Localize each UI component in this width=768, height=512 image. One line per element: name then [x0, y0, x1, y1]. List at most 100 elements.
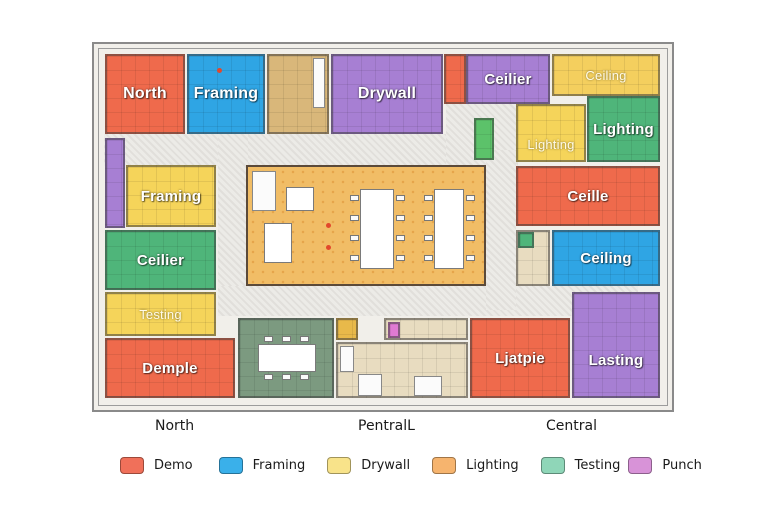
small-table: [286, 187, 314, 211]
room-ljatpie[interactable]: Ljatpie: [470, 318, 570, 398]
room-utility-bottom[interactable]: [336, 342, 468, 398]
room-framing-left[interactable]: Framing: [126, 165, 216, 227]
chair: [396, 255, 405, 261]
legend-label: Lighting: [466, 457, 519, 473]
room-label: Ceiling: [585, 67, 627, 83]
room-label: Ljatpie: [495, 349, 545, 367]
room-lighting-green[interactable]: Lighting: [587, 96, 660, 162]
room-label: Ceilier: [484, 70, 532, 88]
room-framing-top[interactable]: Framing: [187, 54, 265, 134]
swatch-punch: [628, 456, 653, 474]
sector-label-central: Central: [546, 418, 597, 434]
room-label: Lighting: [527, 137, 575, 152]
room-label: Drywall: [357, 85, 417, 102]
room-storage-top[interactable]: [267, 54, 329, 134]
room-ceiling-right[interactable]: Ceiling: [552, 230, 660, 286]
room-testing-left[interactable]: Testing: [105, 292, 216, 336]
chair: [350, 195, 359, 201]
legend-label: Testing: [574, 457, 621, 473]
room-ceilier-left[interactable]: Ceilier: [105, 230, 216, 290]
pink-fixture: [388, 322, 400, 338]
corridor-lower: [218, 286, 638, 316]
chair: [300, 374, 309, 380]
chair: [350, 255, 359, 261]
chair: [300, 336, 309, 342]
room-label: Lighting: [593, 120, 654, 138]
room-drywall-top[interactable]: Drywall: [331, 54, 443, 134]
corridor-right: [486, 150, 516, 310]
chair: [424, 195, 433, 201]
room-ceiling-top-right[interactable]: Ceiling: [552, 54, 660, 96]
central-conference-room[interactable]: [246, 165, 486, 286]
chair: [466, 235, 475, 241]
chair: [424, 255, 433, 261]
marker-dot: [326, 245, 331, 250]
room-lighting-yellow[interactable]: Lighting: [516, 104, 586, 162]
room-label: Lasting: [588, 351, 644, 369]
room-label: Ceille: [567, 187, 609, 205]
chair: [282, 336, 291, 342]
legend-item-punch: Punch: [628, 456, 702, 474]
small-green-fixture: [518, 232, 534, 248]
chair: [282, 374, 291, 380]
sector-label-pentral: PentralL: [358, 418, 415, 434]
cabinet-fixture: [313, 58, 325, 108]
chair: [350, 235, 359, 241]
chair: [264, 374, 273, 380]
room-label: Demple: [142, 359, 198, 377]
green-fixture: [474, 118, 494, 160]
conference-table-1: [360, 189, 394, 269]
legend-item-lighting: Lighting: [432, 456, 519, 474]
room-label: Ceilier: [136, 251, 185, 269]
marker-dot: [326, 223, 331, 228]
legend-item-drywall: Drywall: [327, 456, 411, 474]
side-table: [264, 223, 292, 263]
room-ceilier-top[interactable]: Ceilier: [466, 54, 550, 104]
swatch-demo: [120, 456, 144, 474]
room-ceille-right[interactable]: Ceille: [516, 166, 660, 226]
room-lasting[interactable]: Lasting: [572, 292, 660, 398]
swatch-framing: [218, 456, 243, 474]
fixture: [340, 346, 354, 372]
room-label: Testing: [139, 306, 182, 322]
stair-fixture: [252, 171, 276, 211]
chair: [396, 235, 405, 241]
chair: [466, 255, 475, 261]
conference-table-2: [434, 189, 464, 269]
swatch-drywall: [327, 456, 352, 474]
chair: [424, 215, 433, 221]
swatch-testing: [540, 456, 565, 474]
legend-label: Punch: [662, 457, 702, 473]
marker-dot: [217, 68, 222, 73]
room-north[interactable]: North: [105, 54, 185, 134]
legend-item-demo: Demo: [120, 456, 193, 474]
chair: [396, 195, 405, 201]
chair: [396, 215, 405, 221]
room-label: Framing: [193, 85, 259, 102]
fixture: [414, 376, 442, 396]
corridor-center-left: [218, 134, 248, 314]
meeting-table: [258, 344, 316, 372]
chair: [264, 336, 273, 342]
room-small-purple-left[interactable]: [105, 138, 125, 228]
room-label: Framing: [140, 187, 202, 205]
restroom-right[interactable]: [516, 230, 550, 286]
chair: [350, 215, 359, 221]
room-small-red-top[interactable]: [444, 54, 466, 104]
legend-label: Framing: [252, 457, 306, 473]
chair: [424, 235, 433, 241]
legend-label: Demo: [154, 457, 193, 473]
room-meeting-bottom[interactable]: [238, 318, 334, 398]
sector-label-north: North: [155, 418, 195, 434]
legend-item-testing: Testing: [540, 456, 621, 474]
floor-plan-inner-wall: [98, 48, 668, 406]
swatch-lighting: [432, 456, 457, 474]
small-yellow-room[interactable]: [336, 318, 358, 340]
legend-label: Drywall: [361, 457, 411, 473]
chair: [466, 215, 475, 221]
room-kitchenette[interactable]: [384, 318, 468, 340]
room-demple[interactable]: Demple: [105, 338, 235, 398]
chair: [466, 195, 475, 201]
legend-item-framing: Framing: [218, 456, 306, 474]
fixture: [358, 374, 382, 396]
